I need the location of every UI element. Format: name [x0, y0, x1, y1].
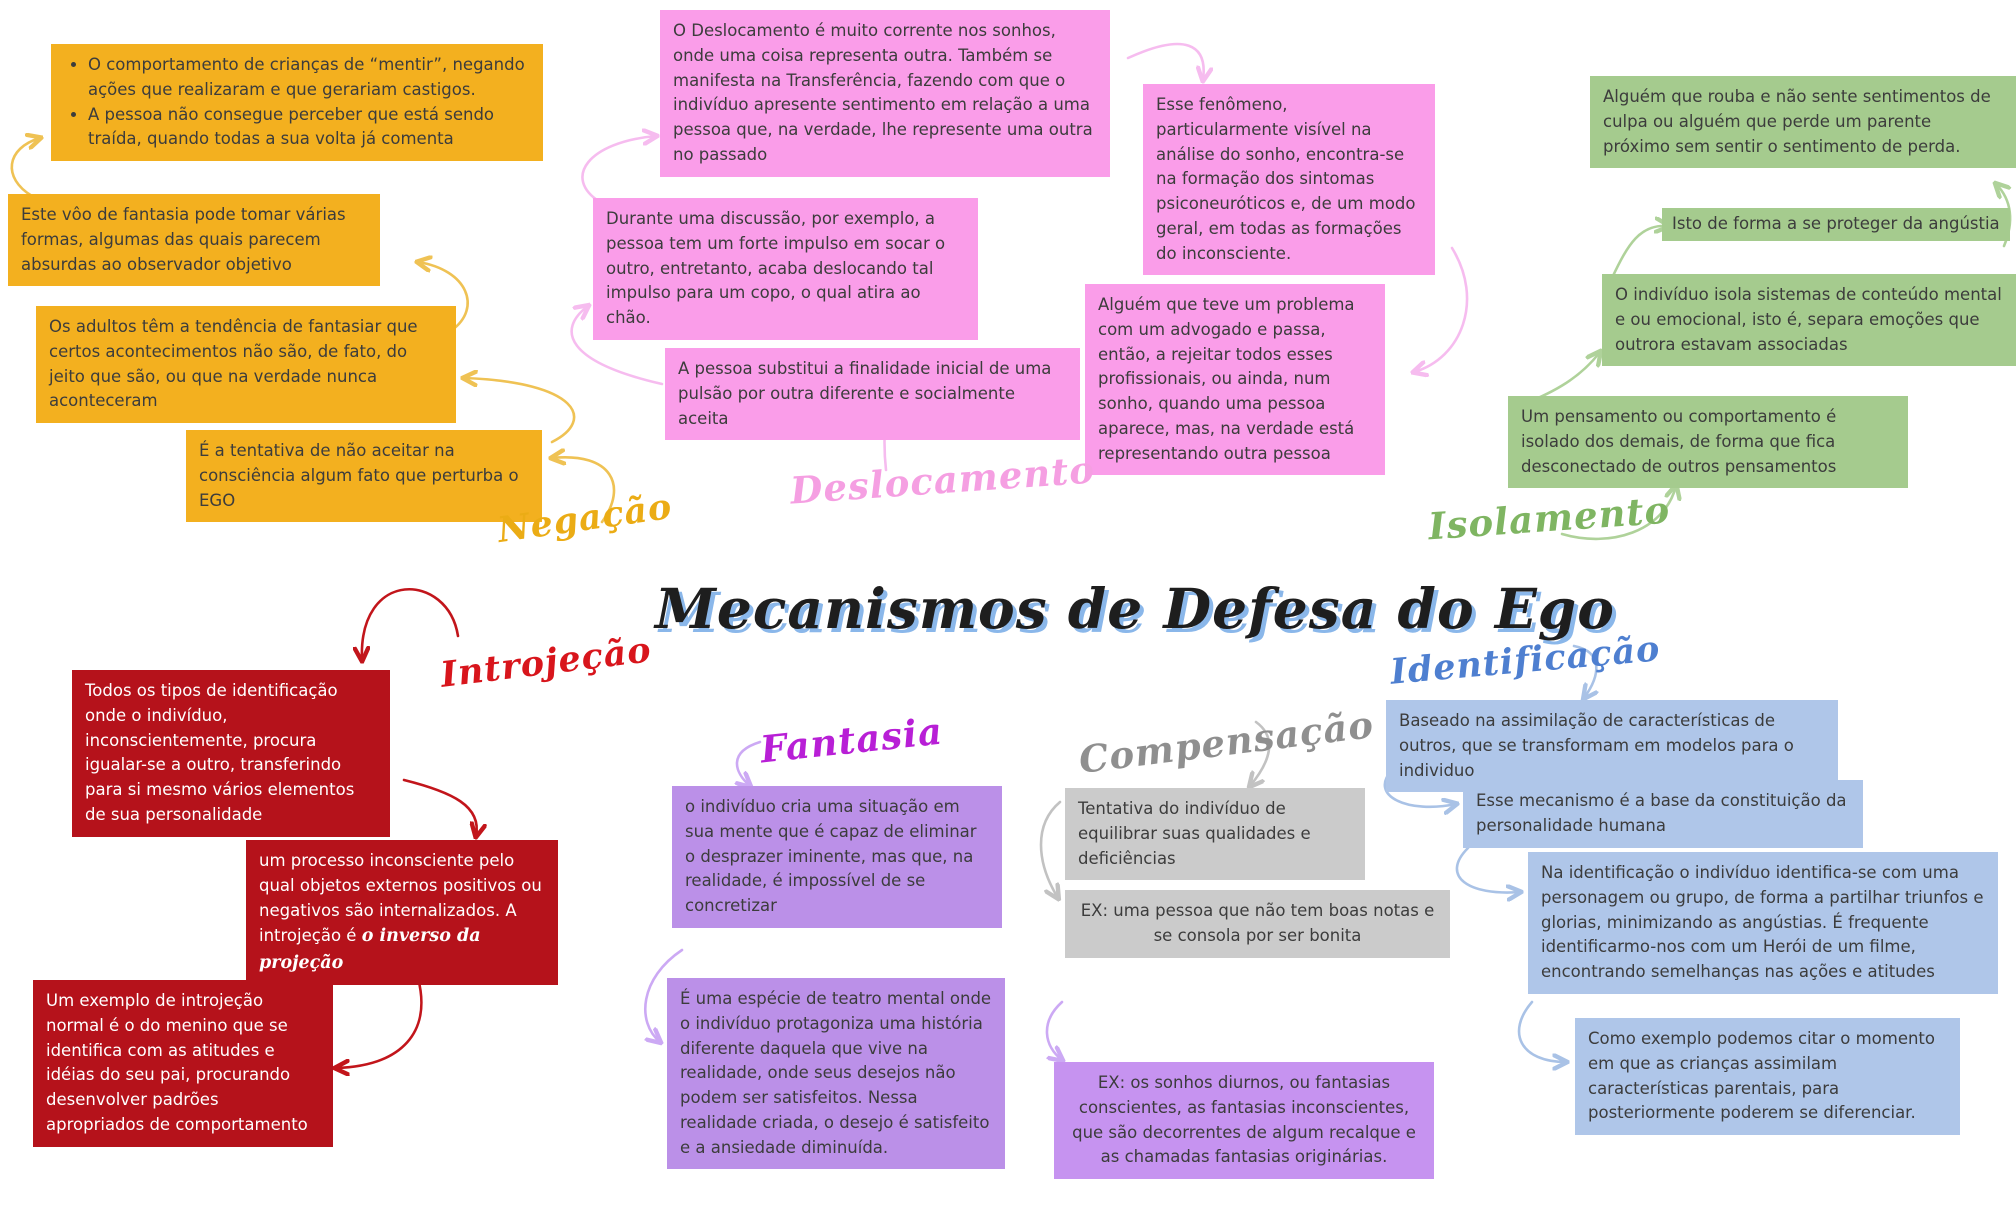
introjecao-label: Introjeção	[438, 629, 654, 696]
deslocamento-box-fenomeno: Esse fenômeno, particularmente visível n…	[1143, 84, 1435, 276]
arrow-fantasia-1	[737, 740, 762, 786]
fantasia-box-teatro: É uma espécie de teatro mental onde o in…	[667, 978, 1005, 1170]
isolamento-box-rouba: Alguém que rouba e não sente sentimentos…	[1590, 76, 2016, 169]
negacao-box-voo-fantasia: Este vôo de fantasia pode tomar várias f…	[8, 194, 380, 287]
arrow-deslocamento-4	[1126, 42, 1204, 80]
introjecao-box-exemplo: Um exemplo de introjeção normal é o do m…	[33, 980, 333, 1147]
deslocamento-box-advogado: Alguém que teve um problema com um advog…	[1085, 284, 1385, 476]
compensacao-box-exemplo: EX: uma pessoa que não tem boas notas e …	[1065, 890, 1450, 958]
identificacao-box-mecanismo: Esse mecanismo é a base da constituição …	[1463, 780, 1863, 848]
negacao-bullet-2: A pessoa não consegue perceber que está …	[88, 103, 530, 153]
arrow-negacao-1	[10, 138, 40, 198]
isolamento-box-definicao: O indivíduo isola sistemas de conteúdo m…	[1602, 274, 2016, 367]
fantasia-box-exemplo: EX: os sonhos diurnos, ou fantasias cons…	[1054, 1062, 1434, 1179]
identificacao-box-personagem: Na identificação o indivíduo identifica-…	[1528, 852, 1998, 994]
page-title: Mecanismos de Defesa do Ego	[655, 576, 1615, 641]
deslocamento-box-principal: O Deslocamento é muito corrente nos sonh…	[660, 10, 1110, 177]
arrow-introjecao-1	[362, 588, 460, 660]
deslocamento-box-discussao: Durante uma discussão, por exemplo, a pe…	[593, 198, 978, 340]
arrow-isolamento-2	[1610, 226, 1668, 280]
identificacao-box-criancas: Como exemplo podemos citar o momento em …	[1575, 1018, 1960, 1135]
negacao-box-comportamento: O comportamento de crianças de “mentir”,…	[51, 44, 543, 161]
isolamento-box-angustia: Isto de forma a se proteger da angústia	[1662, 208, 2010, 241]
introjecao-processo-destaque: o inverso da projeção	[259, 926, 481, 973]
fantasia-box-situacao: o indivíduo cria uma situação em sua men…	[672, 786, 1002, 928]
isolamento-label: Isolamento	[1426, 487, 1672, 549]
isolamento-box-pensamento: Um pensamento ou comportamento é isolado…	[1508, 396, 1908, 489]
negacao-bullet-1: O comportamento de crianças de “mentir”,…	[88, 53, 530, 103]
identificacao-box-baseado: Baseado na assimilação de característica…	[1386, 700, 1838, 793]
fantasia-label: Fantasia	[758, 708, 945, 772]
compensacao-box-definicao: Tentativa do indivíduo de equilibrar sua…	[1065, 788, 1365, 881]
deslocamento-box-definicao: A pessoa substitui a finalidade inicial …	[665, 348, 1080, 441]
arrow-identificacao-3	[1455, 846, 1520, 893]
introjecao-box-todos: Todos os tipos de identificação onde o i…	[72, 670, 390, 837]
arrow-fantasia-3	[1045, 1000, 1062, 1060]
arrow-introjecao-3	[336, 976, 423, 1068]
deslocamento-label: Deslocamento	[788, 447, 1097, 513]
compensacao-label: Compensação	[1076, 702, 1377, 782]
arrow-compensacao-2	[1039, 800, 1060, 898]
negacao-box-definicao: É a tentativa de não aceitar na consciên…	[186, 430, 542, 523]
introjecao-box-processo: um processo inconsciente pelo qual objet…	[246, 840, 558, 985]
negacao-box-adultos: Os adultos têm a tendência de fantasiar …	[36, 306, 456, 423]
arrow-deslocamento-3	[581, 136, 656, 204]
arrow-introjecao-2	[402, 778, 477, 836]
introjecao-processo-texto: um processo inconsciente pelo qual objet…	[259, 851, 542, 946]
arrow-identificacao-4	[1517, 1000, 1566, 1062]
